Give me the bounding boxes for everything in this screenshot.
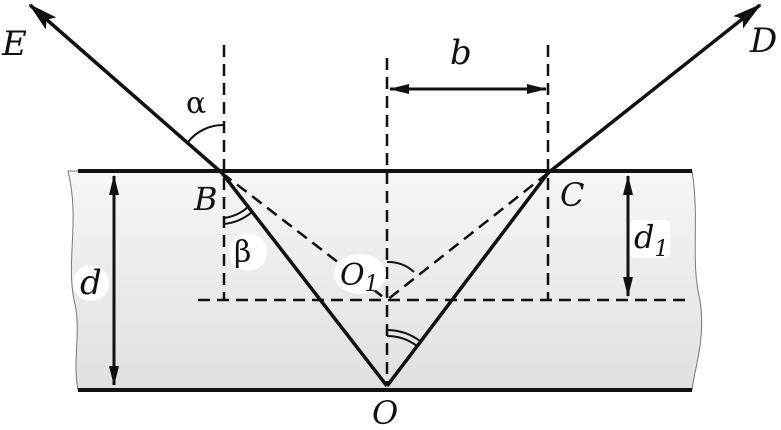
label-point-o: O [372,394,398,430]
label-alpha: α [186,86,206,121]
label-thickness-d: d [80,263,102,303]
label-bg-d [73,265,109,301]
label-b: b [450,33,472,73]
angle-alpha-arc [187,123,225,143]
angle-o1-arc [386,260,415,273]
label-bg-d1 [630,220,670,258]
label-d-ray: D [749,21,777,61]
glass-slab [67,170,703,391]
angle-beta-arc [223,206,249,219]
refracted-ray-o-c [385,171,550,388]
label-bg-beta [229,233,267,271]
refracted-ray-b-o [220,171,389,388]
angle-beta-arc-2 [223,211,253,225]
label-point-b: B [193,180,218,218]
angle-o-arc-2 [386,335,418,347]
ray-e [28,3,224,175]
virtual-ray-c-o1 [386,172,549,301]
label-d1: d1 [634,218,668,262]
ray-d [546,3,762,175]
label-point-c: C [560,176,584,214]
label-o1: O1 [340,258,379,297]
label-e: E [1,24,27,64]
label-bg-o1 [334,254,386,294]
angle-o-arc [386,329,421,342]
label-beta: β [234,235,251,270]
